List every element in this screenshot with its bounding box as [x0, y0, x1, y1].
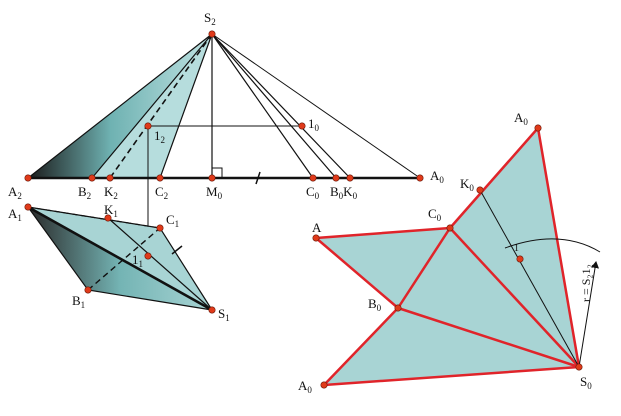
- point-b1: [84, 286, 92, 294]
- label-a0-front: A0: [430, 168, 444, 185]
- point-dev-a0-bot: [320, 381, 328, 389]
- label-m0: M0: [206, 184, 223, 201]
- point-11: [144, 252, 152, 260]
- label-c0: C0: [306, 184, 320, 201]
- point-a0: [416, 174, 424, 182]
- label-s1: S1: [218, 306, 230, 323]
- point-dev-b0: [394, 304, 402, 312]
- point-c1: [156, 224, 164, 232]
- point-dev-a0-top: [534, 124, 542, 132]
- label-a2: A2: [8, 184, 22, 201]
- label-a1: A1: [8, 206, 22, 223]
- point-dev-s0: [575, 363, 583, 371]
- label-10: 10: [308, 116, 320, 133]
- point-m0: [208, 174, 216, 182]
- label-b2: B2: [78, 184, 91, 201]
- label-s2: S2: [204, 10, 216, 27]
- point-s2: [208, 30, 216, 38]
- point-c0: [309, 174, 317, 182]
- label-b1: B1: [72, 293, 85, 310]
- label-11: 11: [132, 252, 143, 269]
- point-dev-a: [312, 234, 320, 242]
- point-a2: [24, 174, 32, 182]
- dashed-b1-c1: [87, 227, 161, 291]
- radius-arc: [504, 238, 601, 253]
- point-b2: [88, 174, 96, 182]
- radius-arrow: [578, 261, 599, 368]
- points: [24, 30, 583, 389]
- development-area: [314, 126, 581, 387]
- point-b0: [332, 174, 340, 182]
- ray-s2-k0: [211, 33, 351, 179]
- dev-edge-b0-s0: [397, 306, 580, 369]
- dev-edge-c0-s0: [449, 227, 580, 368]
- point-10: [298, 122, 306, 130]
- label-dev-b0: B0: [368, 296, 382, 313]
- label-dev-1: 1: [514, 243, 519, 254]
- front-face-light: [90, 33, 213, 179]
- point-k1: [104, 214, 112, 222]
- right-angle-mark: [212, 167, 223, 178]
- point-a1: [24, 203, 32, 211]
- point-k2: [106, 174, 114, 182]
- edge-a1-s1: [27, 205, 213, 312]
- label-dev-s0: S0: [580, 374, 592, 391]
- axis-tick: [255, 171, 261, 185]
- label-radius: r = S₂1₂: [579, 264, 593, 302]
- development: [314, 126, 601, 387]
- top-projection: [27, 205, 213, 312]
- dev-edge-c0-b0: [396, 227, 452, 309]
- label-dev-k0: K0: [460, 176, 474, 193]
- point-dev-1: [516, 255, 524, 263]
- point-s1: [208, 306, 216, 314]
- point-dev-k0: [476, 186, 484, 194]
- label-dev-a0-bot: A0: [298, 378, 312, 395]
- point-12: [144, 122, 152, 130]
- ray-s2-c0: [211, 33, 314, 179]
- label-dev-a0-top: A0: [514, 110, 528, 127]
- dev-line-k0-s0: [479, 189, 580, 368]
- ray-s2-b0: [211, 33, 337, 179]
- label-c1: C1: [166, 212, 179, 229]
- label-dev-c0: C0: [428, 206, 442, 223]
- label-12: 12: [154, 128, 165, 145]
- label-b0k0: B0K0: [330, 184, 358, 201]
- point-dev-c0: [446, 224, 454, 232]
- dashed-a1-c1: [27, 206, 161, 229]
- top-tick: [171, 245, 183, 255]
- label-k2: K2: [104, 184, 118, 201]
- point-c2: [156, 174, 164, 182]
- edge-k1-s1: [107, 217, 213, 311]
- ray-s2-a0: [211, 33, 421, 179]
- point-k0: [346, 174, 354, 182]
- label-dev-a: A: [312, 220, 322, 235]
- label-c2: C2: [155, 184, 168, 201]
- label-k1: K1: [104, 202, 118, 219]
- labels: S2 A2 B2 K2 C2 M0 C0 B0K0 A0 12 10 A1 K1…: [8, 10, 593, 395]
